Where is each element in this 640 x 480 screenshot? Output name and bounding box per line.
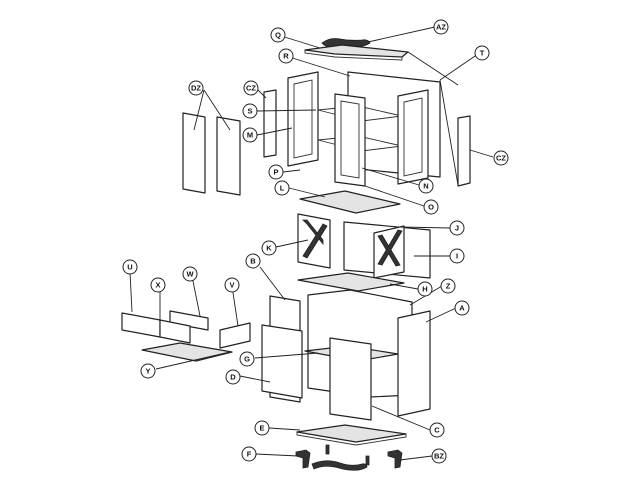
callout-z: Z	[440, 278, 456, 294]
callout-e: E	[254, 420, 270, 436]
part-f-feet	[295, 449, 403, 469]
label-q: Q	[275, 31, 281, 40]
callout-u: U	[122, 259, 138, 275]
part-a-right-side-panel	[397, 310, 431, 417]
part-o-center-door	[334, 93, 366, 187]
part-x-drawer-front	[159, 319, 191, 344]
callout-o: O	[423, 199, 439, 215]
label-dz: DZ	[191, 84, 201, 93]
part-q-top-panel	[304, 44, 409, 61]
callout-g: G	[239, 351, 255, 367]
leader-lines	[129, 26, 494, 461]
part-n-right-door	[397, 89, 429, 185]
callout-h: H	[417, 281, 433, 297]
label-l: L	[280, 184, 285, 193]
callout-az: AZ	[433, 19, 449, 35]
callout-w: W	[182, 266, 198, 282]
callout-p: P	[268, 164, 284, 180]
label-u: U	[127, 263, 132, 272]
part-k-left-x-brace	[297, 213, 331, 269]
part-j-right-x-brace	[373, 225, 405, 279]
part-y-drawer-bottom	[141, 342, 233, 362]
part-w-drawer-back	[169, 310, 209, 331]
callout-n: N	[418, 178, 434, 194]
label-x: X	[155, 281, 160, 290]
callout-m: M	[242, 127, 258, 143]
part-h-lower-cabinet-top	[297, 272, 405, 292]
label-m: M	[247, 131, 253, 140]
callout-cz-right: CZ	[493, 150, 509, 166]
part-e-bottom-panel	[296, 424, 407, 446]
part-r-left-door-frame	[287, 71, 319, 167]
label-bz: BZ	[434, 452, 444, 461]
callout-r: R	[278, 48, 294, 64]
part-dz-glass-panes	[182, 112, 241, 196]
label-az: AZ	[436, 23, 446, 32]
callout-j: J	[449, 220, 465, 236]
part-c-center-lower-door	[329, 337, 372, 421]
label-g: G	[244, 355, 250, 364]
callout-cz-left: CZ	[243, 80, 259, 96]
part-u-drawer-left-side	[121, 312, 161, 338]
label-o: O	[428, 203, 434, 212]
callout-b: B	[245, 253, 261, 269]
label-w: W	[186, 270, 194, 279]
callout-f: F	[241, 446, 257, 462]
callout-c: C	[429, 422, 445, 438]
label-f: F	[247, 450, 252, 459]
part-l-middle-shelf	[299, 190, 401, 214]
label-e: E	[259, 424, 264, 433]
label-r: R	[283, 52, 289, 61]
label-k: K	[266, 244, 272, 253]
part-cz-right-side-glass	[457, 115, 471, 187]
label-s: S	[247, 107, 252, 116]
label-b: B	[250, 257, 256, 266]
callout-v: V	[224, 277, 240, 293]
part-cz-left-side-glass	[263, 89, 277, 158]
label-n: N	[423, 182, 428, 191]
callout-bz: BZ	[431, 448, 447, 464]
label-cz-right: CZ	[496, 154, 506, 163]
label-c: C	[434, 426, 440, 435]
part-d-left-lower-door	[261, 324, 303, 399]
callout-t: T	[474, 45, 490, 61]
callout-s: S	[242, 103, 258, 119]
label-i: I	[456, 252, 458, 261]
label-z: Z	[446, 282, 451, 291]
part-bz-base-rail	[311, 444, 370, 471]
label-a: A	[459, 304, 465, 313]
callout-l: L	[274, 180, 290, 196]
part-v-drawer-right-side	[219, 322, 251, 349]
callout-k: K	[261, 240, 277, 256]
callout-d: D	[225, 369, 241, 385]
callout-y: Y	[140, 363, 156, 379]
callout-a: A	[454, 300, 470, 316]
callout-dz: DZ	[188, 80, 204, 96]
label-p: P	[273, 168, 278, 177]
label-d: D	[230, 373, 236, 382]
label-t: T	[480, 49, 485, 58]
callout-x: X	[150, 277, 166, 293]
label-y: Y	[145, 367, 150, 376]
label-j: J	[455, 224, 459, 233]
callout-i: I	[449, 248, 465, 264]
label-v: V	[229, 281, 234, 290]
label-cz-left: CZ	[246, 84, 256, 93]
label-h: H	[422, 285, 427, 294]
callout-q: Q	[270, 27, 286, 43]
